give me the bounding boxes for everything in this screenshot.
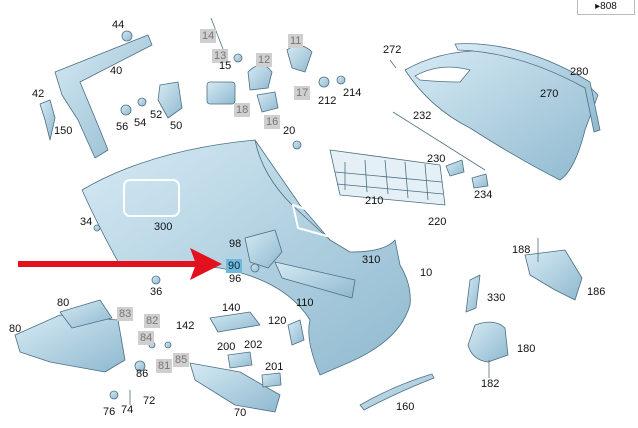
part-callout-272[interactable]: 272 [383, 44, 402, 56]
part-callout-220[interactable]: 220 [428, 216, 447, 228]
part-callout-232[interactable]: 232 [413, 110, 432, 122]
part-callout-201[interactable]: 201 [265, 361, 284, 373]
part-callout-140[interactable]: 140 [222, 302, 241, 314]
part-callout-85[interactable]: 85 [173, 353, 190, 367]
part-callout-83[interactable]: 83 [117, 307, 134, 321]
part-callout-90[interactable]: 90 [226, 259, 243, 273]
part-callout-20[interactable]: 20 [283, 125, 296, 137]
part-callout-186[interactable]: 186 [587, 286, 606, 298]
part-callout-16[interactable]: 16 [264, 115, 281, 129]
reference-arrow-icon: ▸ [595, 1, 601, 12]
part-callout-17[interactable]: 17 [294, 86, 311, 100]
part-callout-270[interactable]: 270 [540, 88, 559, 100]
bracket-50-part [157, 81, 183, 119]
part-callout-142[interactable]: 142 [176, 320, 195, 332]
part-callout-98[interactable]: 98 [229, 238, 242, 250]
part-callout-330[interactable]: 330 [487, 292, 506, 304]
bracket-90-part [244, 229, 283, 269]
part-callout-160[interactable]: 160 [396, 401, 415, 413]
part-callout-230[interactable]: 230 [427, 153, 446, 165]
part-callout-76[interactable]: 76 [103, 406, 116, 418]
part-callout-84[interactable]: 84 [138, 331, 155, 345]
part-callout-52[interactable]: 52 [150, 109, 163, 121]
part-callout-214[interactable]: 214 [343, 87, 362, 99]
part-callout-234[interactable]: 234 [474, 189, 493, 201]
lower-strip-70-part [189, 362, 281, 413]
part-callout-54[interactable]: 54 [134, 117, 147, 129]
part-callout-82[interactable]: 82 [144, 314, 161, 328]
part-callout-86[interactable]: 86 [136, 368, 149, 380]
part-callout-280[interactable]: 280 [570, 66, 589, 78]
part-callout-42[interactable]: 42 [32, 88, 45, 100]
reference-number: 808 [600, 1, 617, 12]
part-callout-74[interactable]: 74 [121, 404, 134, 416]
part-callout-13[interactable]: 13 [212, 49, 229, 63]
part-callout-12[interactable]: 12 [256, 53, 273, 67]
absorber-110-part [274, 261, 356, 299]
part-callout-70[interactable]: 70 [234, 407, 247, 419]
part-callout-120[interactable]: 120 [268, 315, 287, 327]
part-callout-72[interactable]: 72 [143, 395, 156, 407]
part-callout-36[interactable]: 36 [150, 286, 163, 298]
part-callout-188[interactable]: 188 [512, 244, 531, 256]
part-callout-18[interactable]: 18 [234, 103, 251, 117]
part-callout-44[interactable]: 44 [112, 19, 125, 31]
part-callout-310[interactable]: 310 [362, 254, 381, 266]
part-callout-10[interactable]: 10 [420, 267, 433, 279]
red-pointer-arrow [18, 248, 222, 280]
part-callout-212[interactable]: 212 [318, 95, 337, 107]
part-callout-96[interactable]: 96 [229, 273, 242, 285]
part-callout-300[interactable]: 300 [154, 221, 173, 233]
part-callout-202[interactable]: 202 [244, 339, 263, 351]
part-callout-150[interactable]: 150 [54, 125, 73, 137]
part-callout-40[interactable]: 40 [110, 65, 123, 77]
part-callout-14[interactable]: 14 [200, 29, 217, 43]
part-callout-182[interactable]: 182 [481, 378, 500, 390]
reflector-part [39, 99, 56, 141]
part-callout-50[interactable]: 50 [170, 120, 183, 132]
side-bracket-part [54, 34, 153, 159]
part-callout-11[interactable]: 11 [288, 34, 304, 48]
part-callout-80b[interactable]: 80 [9, 323, 22, 335]
part-callout-15[interactable]: 15 [219, 60, 232, 72]
part-callout-34[interactable]: 34 [80, 216, 93, 228]
part-callout-56[interactable]: 56 [116, 121, 129, 133]
part-callout-180[interactable]: 180 [517, 343, 536, 355]
part-callout-210[interactable]: 210 [365, 195, 384, 207]
part-callout-81[interactable]: 81 [156, 359, 173, 373]
part-callout-200[interactable]: 200 [217, 341, 236, 353]
reference-box: ▸808 [577, 0, 635, 15]
part-callout-80a[interactable]: 80 [57, 297, 70, 309]
part-callout-110[interactable]: 110 [296, 297, 314, 309]
